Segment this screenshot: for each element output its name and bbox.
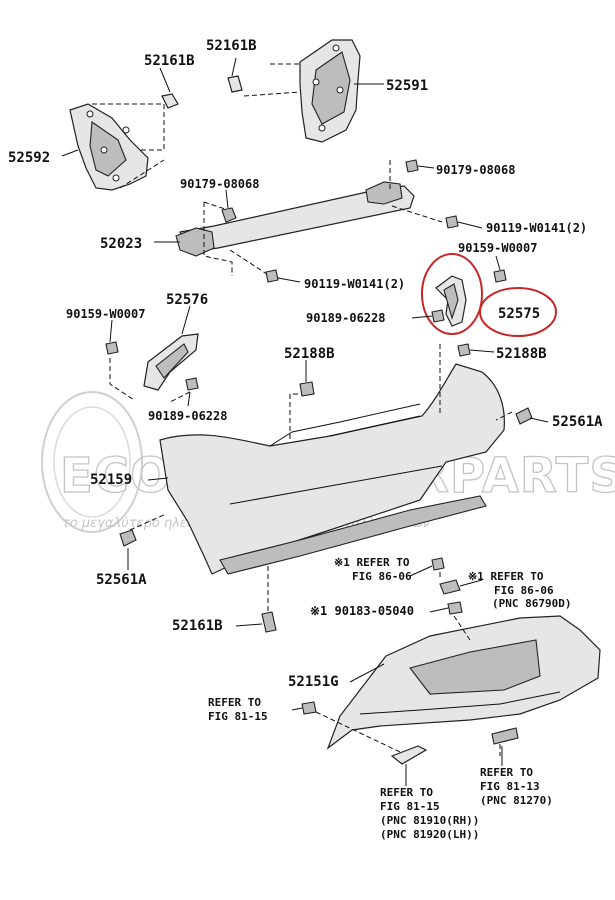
label-52151G: 52151G: [288, 674, 339, 690]
label-ref5-pnc: (PNC 81270): [480, 794, 553, 807]
label-ref2-pnc: (PNC 86790D): [492, 597, 571, 610]
label-52561A-left: 52561A: [96, 572, 147, 588]
label-ref3-line1: REFER TO: [208, 696, 261, 709]
clip-90159-w0007-left: [105, 341, 119, 355]
bracket-52592-detail: [89, 121, 127, 177]
nut-90179-08068-right: [405, 159, 419, 173]
label-ref4-pnc2: (PNC 81920(LH)): [380, 828, 479, 841]
nut-90179-08068-left: [221, 207, 237, 223]
clip-52161B-left: [161, 93, 179, 109]
label-52592: 52592: [8, 150, 50, 166]
lamp-refer-fig-81-13: [491, 727, 519, 745]
nut-90183-05040: [447, 601, 463, 615]
label-90183-05040: ※1 90183-05040: [310, 604, 414, 618]
label-90119-w0141-right: 90119-W0141(2): [486, 221, 587, 235]
clip-52188B-right: [457, 343, 471, 357]
bolt-90119-w0141-left: [265, 269, 279, 283]
clip-52188B-left: [299, 381, 315, 397]
label-ref4-line1: REFER TO: [380, 786, 433, 799]
label-ref2-line2: FIG 86-06: [494, 584, 554, 597]
nut-90189-06228-left: [185, 377, 199, 391]
label-90189-06228-left: 90189-06228: [148, 409, 227, 423]
clip-refer-fig-81-15-left: [301, 701, 317, 715]
label-52188B-left: 52188B: [284, 346, 335, 362]
retainer-52561A-left: [119, 529, 137, 547]
clip-52161B-top: [227, 75, 243, 93]
label-ref3-line2: FIG 81-15: [208, 710, 268, 723]
label-52159: 52159: [90, 472, 132, 488]
label-52188B-right: 52188B: [496, 346, 547, 362]
label-52591: 52591: [386, 78, 428, 94]
label-52161B-top-left: 52161B: [144, 53, 195, 69]
highlight-circle-label: [479, 287, 557, 337]
bolt-90119-w0141-right: [445, 215, 459, 229]
bracket-52591-detail: [311, 51, 351, 125]
label-90179-08068-left: 90179-08068: [180, 177, 259, 191]
lower-cover-52151G: [326, 615, 601, 750]
nut-90189-06228-right: [431, 309, 445, 323]
label-52576: 52576: [166, 292, 208, 308]
label-90189-06228-right: 90189-06228: [306, 311, 385, 325]
clip-refer-fig-86-06-right: [439, 579, 461, 595]
bumper-cover-52159: [159, 363, 505, 575]
clip-refer-fig-86-06-left: [431, 557, 445, 571]
label-52561A-right: 52561A: [552, 414, 603, 430]
spacer-52575: [435, 275, 467, 327]
label-ref5-line1: REFER TO: [480, 766, 533, 779]
label-90159-w0007-right: 90159-W0007: [458, 241, 537, 255]
beam-end-right: [365, 181, 403, 205]
label-ref4-line2: FIG 81-15: [380, 800, 440, 813]
label-90159-w0007-left: 90159-W0007: [66, 307, 145, 321]
clip-90159-w0007-right: [493, 269, 507, 283]
retainer-52561A-right: [515, 407, 533, 425]
label-52023: 52023: [100, 236, 142, 252]
label-ref1-line1: ※1 REFER TO: [334, 556, 410, 569]
label-52575: 52575: [498, 306, 540, 322]
clip-52161B-bottom: [261, 611, 277, 633]
label-ref4-pnc1: (PNC 81910(RH)): [380, 814, 479, 827]
reflector-refer-fig-81-15: [390, 745, 428, 765]
label-ref2-line1: ※1 REFER TO: [468, 570, 544, 583]
highlight-circle-part: [421, 253, 483, 335]
label-ref5-line2: FIG 81-13: [480, 780, 540, 793]
spacer-52576: [143, 333, 199, 391]
label-90119-w0141-left: 90119-W0141(2): [304, 277, 405, 291]
label-52161B-bottom: 52161B: [172, 618, 223, 634]
label-90179-08068-right: 90179-08068: [436, 163, 515, 177]
label-52161B-top: 52161B: [206, 38, 257, 54]
label-ref1-line2: FIG 86-06: [352, 570, 412, 583]
